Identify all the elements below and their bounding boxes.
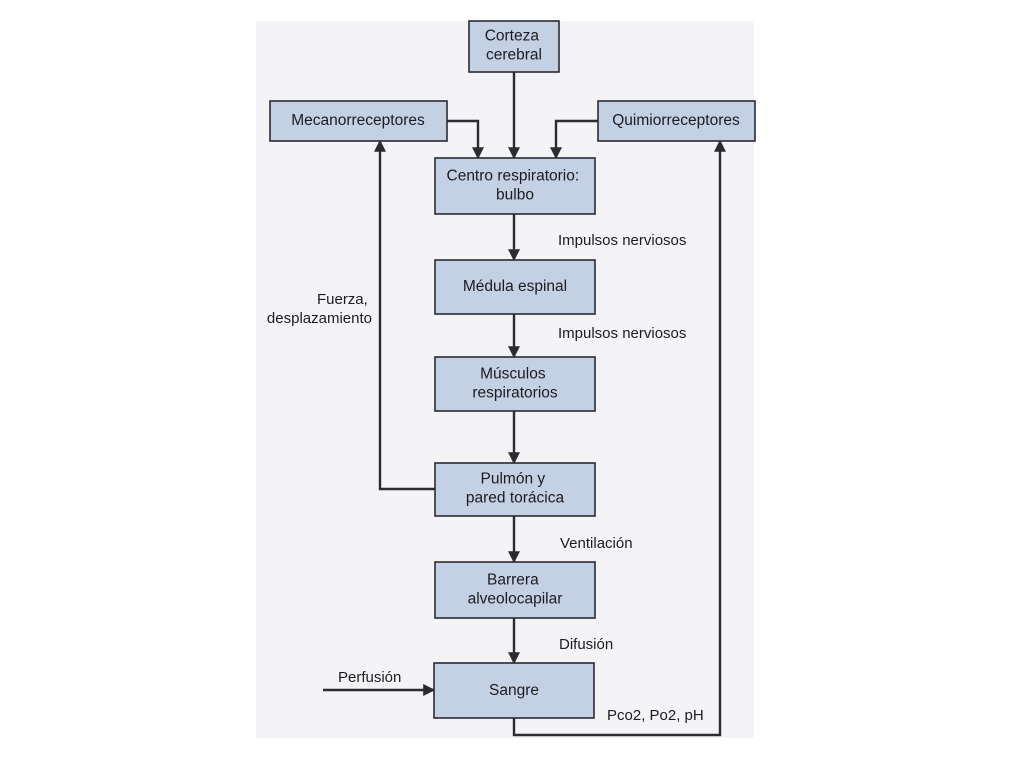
node-mecanorreceptores-label: Mecanorreceptores [291, 112, 425, 129]
node-musculos-line-2: respiratorios [472, 384, 558, 401]
edge-sangre-quimiorreceptores [512, 139, 726, 737]
svg-text:Barrera alveolocapilar: Barrera alveolocapilar [468, 572, 563, 608]
edge-mecanorreceptores-centro [447, 119, 484, 160]
node-centro-line-1: Centro respiratorio: [447, 168, 580, 185]
label-difusion: Difusión [559, 636, 613, 653]
svg-text:Centro respiratorio: bul: Centro respiratorio: bulbo [447, 168, 584, 204]
node-quimiorreceptores: Quimiorreceptores [597, 100, 756, 142]
edge-pulmon-mecanorreceptores [374, 139, 435, 491]
edges [323, 72, 726, 737]
node-pulmon-line-2: pared torácica [466, 489, 565, 506]
node-sangre: Sangre [433, 662, 595, 719]
node-sangre-label: Sangre [489, 682, 539, 699]
node-pulmon-line-1: Pulmón y [481, 471, 546, 488]
node-musculos-line-1: Músculos [480, 366, 546, 383]
node-barrera-line-2: alveolocapilar [468, 590, 563, 607]
svg-text:Corteza cerebral: Corteza cerebral [485, 28, 544, 64]
label-perfusion: Perfusión [338, 669, 401, 686]
edge-labels: Impulsos nerviosos Impulsos nerviosos Fu… [267, 232, 704, 724]
node-barrera-line-1: Barrera [487, 572, 539, 589]
node-corteza-line-2: cerebral [486, 46, 542, 63]
label-impulsos-nerviosos-2: Impulsos nerviosos [558, 325, 686, 342]
node-medula-label: Médula espinal [463, 278, 567, 295]
label-impulsos-nerviosos-1: Impulsos nerviosos [558, 232, 686, 249]
svg-text:Pulmón y pared torácica: Pulmón y pared torácica [466, 471, 565, 507]
label-fuerza-line-1: Fuerza, [317, 291, 368, 308]
node-barrera-alveolocapilar: Barrera alveolocapilar [434, 561, 596, 619]
node-musculos-respiratorios: Músculos respiratorios [434, 356, 596, 412]
node-quimiorreceptores-label: Quimiorreceptores [612, 112, 740, 129]
node-centro-respiratorio: Centro respiratorio: bulbo [434, 157, 596, 215]
node-centro-line-2: bulbo [496, 186, 534, 203]
label-gases-sangre: Pco2, Po2, pH [607, 707, 704, 724]
edge-quimiorreceptores-centro [550, 119, 598, 160]
label-fuerza-line-2: desplazamiento [267, 310, 372, 327]
node-mecanorreceptores: Mecanorreceptores [269, 100, 448, 142]
svg-text:Músculos respiratorios: Músculos respiratorios [472, 366, 558, 402]
node-corteza-line-1: Corteza [485, 28, 540, 45]
node-corteza-cerebral: Corteza cerebral [468, 20, 560, 73]
label-fuerza-desplazamiento: Fuerza, desplazamiento [267, 291, 372, 327]
label-ventilacion: Ventilación [560, 535, 633, 552]
node-medula-espinal: Médula espinal [434, 259, 596, 315]
node-pulmon-pared-toracica: Pulmón y pared torácica [434, 462, 596, 517]
